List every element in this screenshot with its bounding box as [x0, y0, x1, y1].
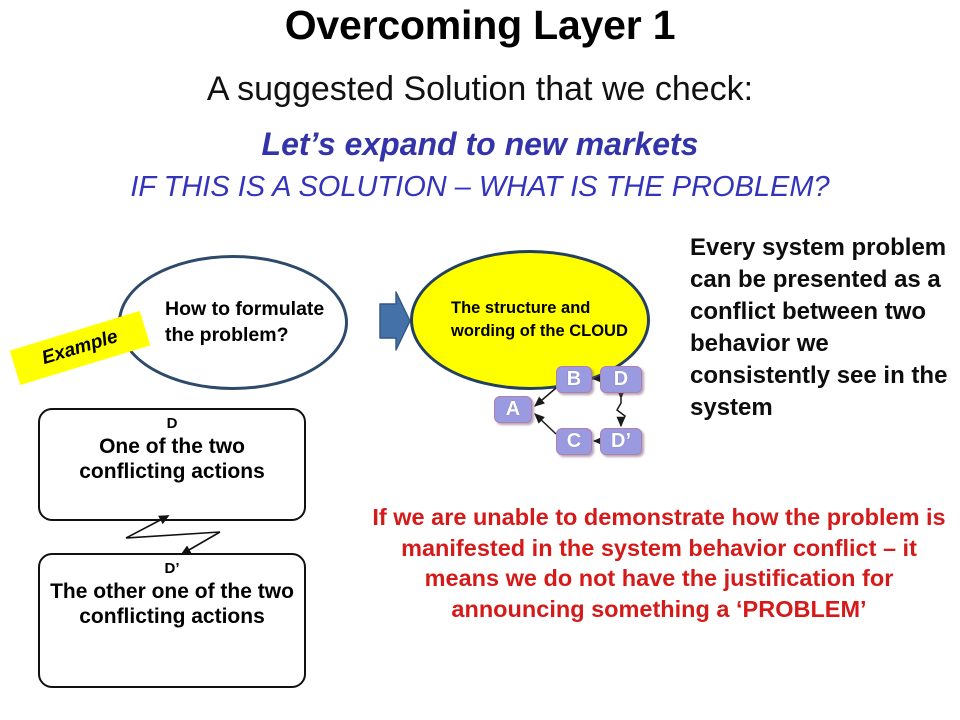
cloud-node-d-prime: D’: [600, 428, 642, 455]
suggested-solution-line: Let’s expand to new markets: [261, 126, 699, 162]
how-to-formulate-text: How to formulate the problem?: [165, 297, 325, 346]
cloud-structure-text: The structure and wording of the CLOUD: [451, 298, 628, 340]
page-title: Overcoming Layer 1: [284, 2, 676, 48]
blue-chevron-arrow: [378, 290, 412, 352]
conflict-zigzag-arrow: [120, 512, 230, 560]
page-subtitle: A suggested Solution that we check:: [206, 70, 754, 108]
cloud-node-a: A: [494, 396, 532, 423]
box-dprime-tag: D’: [164, 560, 180, 577]
problem-justification-warning: If we are unable to demonstrate how the …: [372, 504, 946, 622]
cloud-node-c: C: [556, 428, 592, 455]
conflicting-action-box-d-prime: D’ The other one of the two conflicting …: [38, 553, 306, 688]
problem-question-line: IF THIS IS A SOLUTION – WHAT IS THE PROB…: [130, 171, 830, 203]
box-d-body: One of the two conflicting actions: [79, 434, 265, 484]
conflicting-action-box-d: D One of the two conflicting actions: [38, 408, 306, 521]
cloud-node-b: B: [556, 366, 592, 393]
example-highlight-banner: Example: [9, 310, 151, 386]
how-to-formulate-ellipse: How to formulate the problem?: [118, 255, 348, 390]
cloud-structure-ellipse: The structure and wording of the CLOUD: [410, 250, 650, 390]
cloud-node-d: D: [600, 366, 642, 393]
example-label: Example: [39, 326, 121, 369]
box-dprime-body: The other one of the two conflicting act…: [50, 579, 294, 629]
system-problem-statement: Every system problem can be presented as…: [690, 234, 948, 421]
box-d-tag: D: [166, 415, 178, 432]
evaporating-cloud-diagram: A B C D D’: [486, 358, 666, 466]
